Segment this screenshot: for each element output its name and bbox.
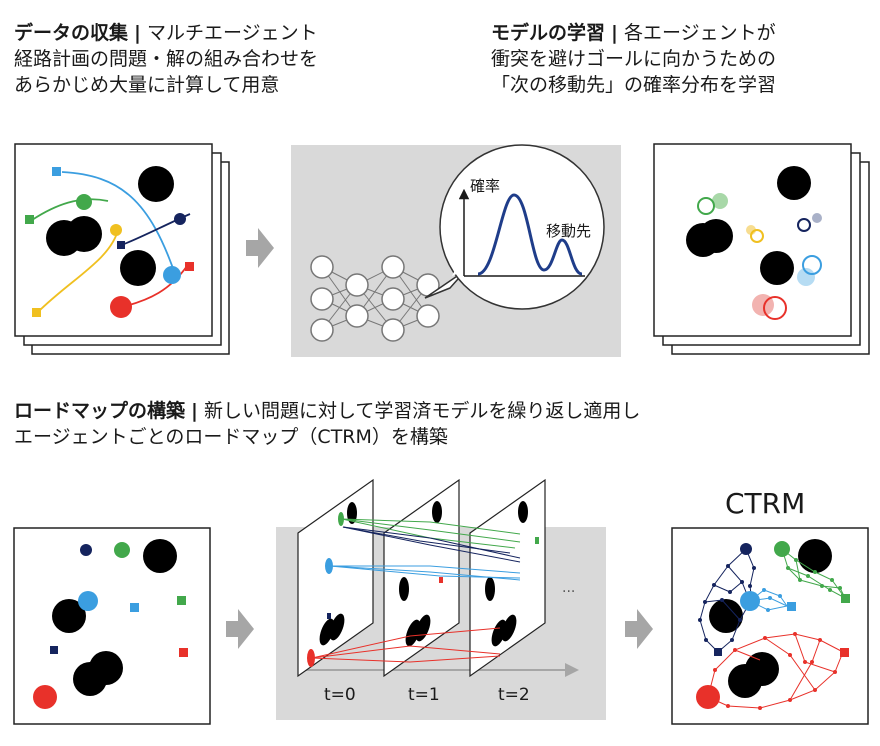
agent-path-green (31, 198, 109, 221)
caption-line: 各エージェントが (623, 22, 776, 44)
agent-goal-green (177, 596, 186, 605)
obstacle (52, 599, 86, 633)
nn-node (381, 318, 405, 342)
timestep-label: t=1 (408, 685, 440, 705)
caption-title: モデルの学習 (491, 22, 606, 44)
obstacle (777, 166, 811, 200)
timestep-layers: t=0 t=1 t=2 ... (276, 478, 606, 720)
agent-start-green (114, 542, 130, 558)
agent-start-red (110, 296, 132, 318)
timestep-label: t=0 (324, 685, 356, 705)
predicted-blue (797, 268, 815, 286)
nn-node (381, 287, 405, 311)
caption-line: あらかじめ大量に計算して用意 (14, 74, 280, 96)
caption-roadmap-construction: ロードマップの構築|新しい問題に対して学習済モデルを繰り返し適用し エージェント… (14, 398, 640, 450)
agent-start-red (696, 685, 720, 709)
agent-goal-blue (52, 167, 61, 176)
flow-arrow (226, 609, 254, 649)
obstacle (138, 166, 174, 202)
caption-separator: | (134, 22, 141, 44)
obstacle (745, 652, 779, 686)
training-data-stack (14, 143, 230, 355)
predicted-yellow (750, 229, 764, 243)
caption-line: 「次の移動先」の確率分布を学習 (491, 74, 777, 96)
caption-title: データの収集 (14, 22, 129, 44)
probability-curve (477, 193, 583, 276)
obstacle (143, 539, 177, 573)
predicted-red (763, 296, 787, 320)
nn-node (310, 255, 334, 279)
obstacle (709, 599, 743, 633)
caption-separator: | (191, 400, 198, 422)
new-problem-card (13, 527, 211, 725)
caption-line: マルチエージェント (146, 22, 318, 44)
obstacle (66, 216, 102, 252)
caption-line: 衝突を避けゴールに向かうための (491, 48, 777, 70)
timestep-label: t=2 (498, 685, 530, 705)
predicted-green (712, 193, 728, 209)
agent-goal-red (840, 648, 849, 657)
caption-title: ロードマップの構築 (14, 400, 186, 422)
caption-line: 新しい問題に対して学習済モデルを繰り返し適用し (203, 400, 641, 422)
agent-start-navy (80, 544, 92, 556)
obstacle (120, 250, 156, 286)
agent-goal-red (185, 262, 194, 271)
obstacle (89, 651, 123, 685)
caption-line: エージェントごとのロードマップ（CTRM）を構築 (14, 426, 448, 448)
agent-goal-green (841, 594, 850, 603)
predicted-navy (797, 218, 811, 232)
agent-goal-navy (117, 241, 125, 249)
caption-model-learning: モデルの学習|各エージェントが 衝突を避けゴールに向かうための 「次の移動先」の… (491, 20, 776, 98)
agent-goal-yellow (32, 308, 41, 317)
obstacle (798, 539, 832, 573)
obstacle (760, 251, 794, 285)
agent-path-blue (61, 171, 177, 278)
agent-goal-navy (50, 646, 58, 654)
predicted-blue (802, 255, 822, 275)
predicted-navy (812, 213, 822, 223)
caption-separator: | (611, 22, 618, 44)
obstacle (699, 219, 733, 253)
predicted-green (697, 197, 715, 215)
agent-start-red (33, 685, 57, 709)
caption-line: 経路計画の問題・解の組み合わせを (14, 48, 319, 70)
nn-node (381, 255, 405, 279)
bubble-y-label: 確率 (470, 177, 500, 195)
agent-start-green (774, 541, 790, 557)
nn-node (310, 318, 334, 342)
probability-bubble: 確率 移動先 (424, 144, 605, 310)
agent-start-navy (740, 543, 752, 555)
caption-data-collection: データの収集|マルチエージェント 経路計画の問題・解の組み合わせを あらかじめ大… (14, 20, 318, 98)
timestep-layer-1 (383, 478, 460, 678)
ctrm-roadmap-card (671, 527, 869, 725)
nn-node (416, 304, 440, 328)
agent-goal-blue (787, 602, 796, 611)
agent-start-yellow (110, 224, 122, 236)
flow-arrow (246, 228, 274, 268)
nn-node (345, 273, 369, 297)
agent-goal-navy (714, 648, 722, 656)
predicted-yellow (746, 225, 756, 235)
bubble-peak-label: 移動先 (546, 222, 591, 240)
agent-goal-red (179, 648, 188, 657)
agent-start-green (76, 194, 92, 210)
agent-path-yellow (37, 229, 119, 313)
predicted-distribution-stack (653, 143, 870, 355)
agent-goal-green (25, 215, 34, 224)
nn-node (345, 304, 369, 328)
agent-start-navy (174, 213, 186, 225)
agent-goal-blue (130, 603, 139, 612)
sampled-transitions (311, 518, 521, 663)
ellipsis: ... (562, 580, 575, 596)
agent-start-blue (740, 591, 760, 611)
nn-node (310, 287, 334, 311)
agent-start-blue (78, 591, 98, 611)
learning-model-panel: 確率 移動先 (291, 144, 621, 357)
result-title: CTRM (725, 487, 805, 520)
agent-start-blue (163, 266, 181, 284)
flow-arrow (625, 609, 653, 649)
